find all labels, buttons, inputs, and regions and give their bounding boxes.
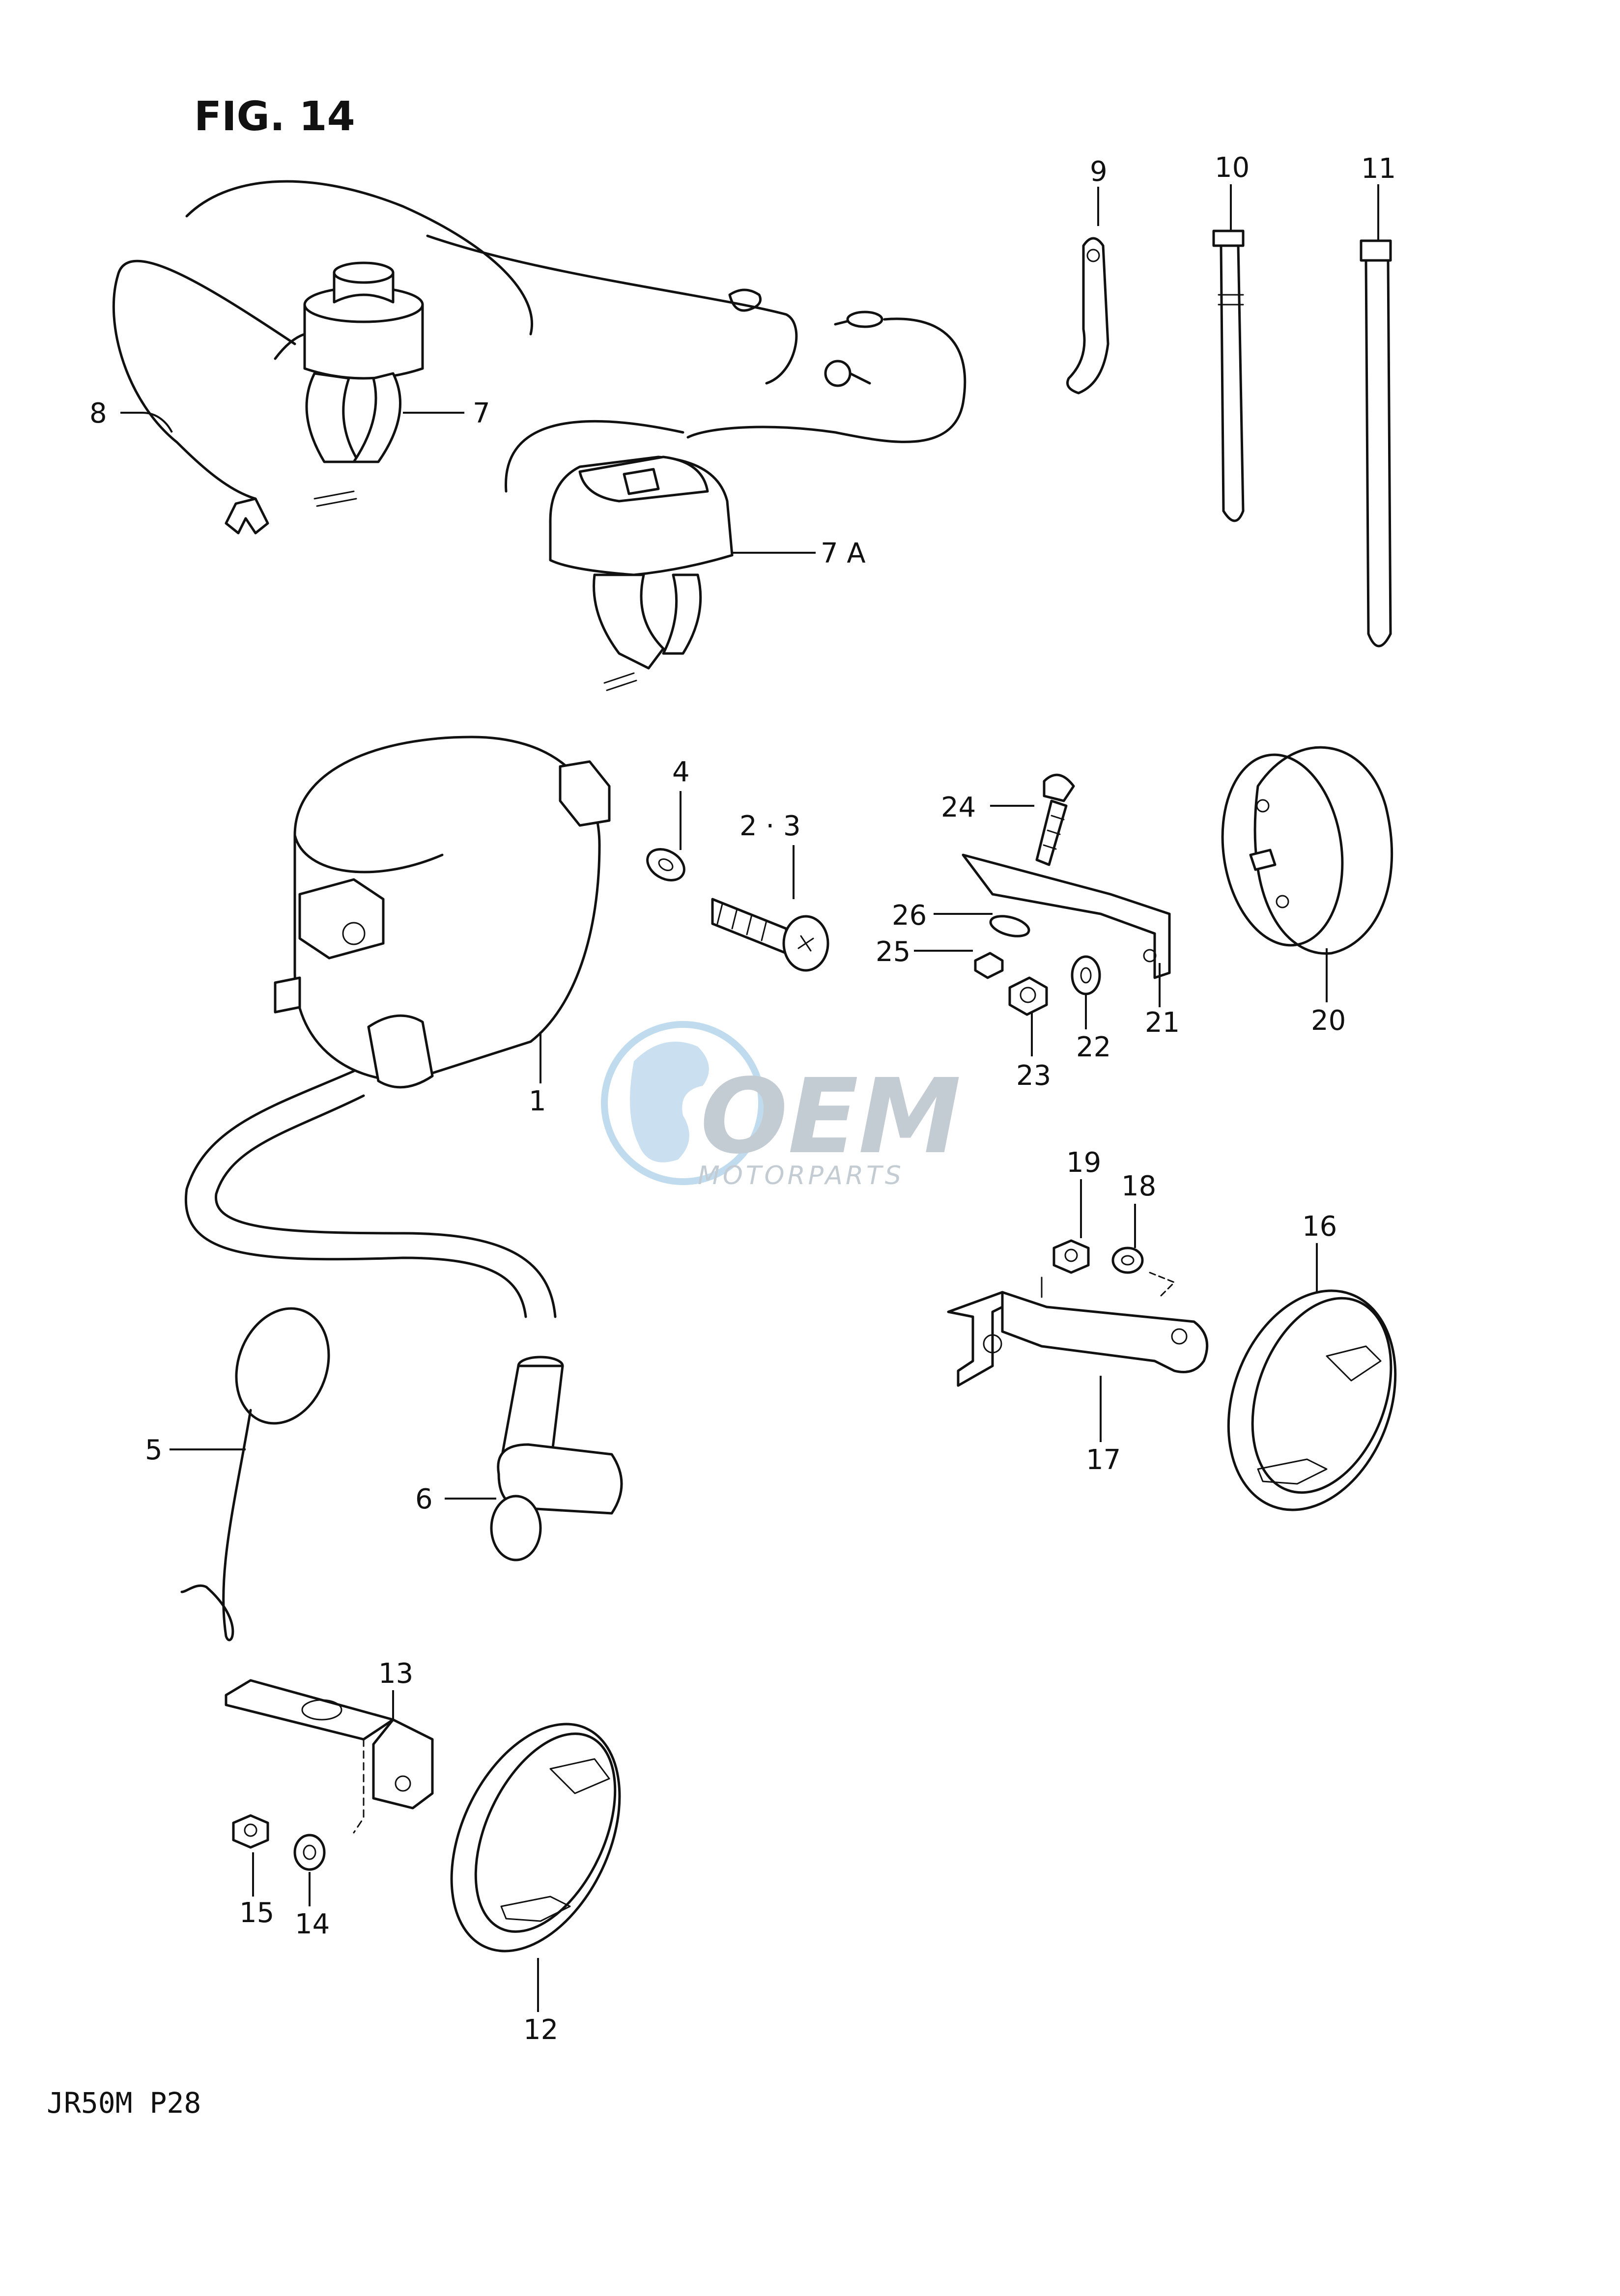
label-part-10: 10 bbox=[1215, 152, 1250, 184]
label-part-5: 5 bbox=[145, 1434, 163, 1466]
label-part-25: 25 bbox=[876, 936, 910, 968]
part-1-ignition-coil bbox=[274, 736, 611, 1089]
label-part-2-3: 2 · 3 bbox=[739, 810, 801, 842]
globe-logo-icon bbox=[601, 1021, 765, 1185]
part-4-washer bbox=[646, 848, 685, 881]
watermark-brand: OEM bbox=[700, 1056, 961, 1177]
label-part-6: 6 bbox=[415, 1483, 433, 1515]
part-5-wire-clip bbox=[180, 1307, 330, 1642]
label-part-11: 11 bbox=[1361, 153, 1396, 185]
oem-motorparts-watermark: OEM MOTORPARTS bbox=[601, 1021, 961, 1191]
label-part-9: 9 bbox=[1090, 156, 1108, 188]
part-20-reflector bbox=[1221, 746, 1393, 955]
label-part-8: 8 bbox=[89, 397, 107, 429]
part-16-reflector bbox=[1227, 1289, 1397, 1511]
part-19-nut bbox=[1052, 1239, 1090, 1274]
part-10-cable-tie bbox=[1212, 229, 1245, 522]
label-part-21: 21 bbox=[1145, 1007, 1180, 1039]
part-6-plug-cap bbox=[490, 1356, 623, 1561]
part-15-nut bbox=[232, 1814, 269, 1849]
label-part-1: 1 bbox=[529, 1085, 546, 1117]
label-part-18: 18 bbox=[1121, 1170, 1156, 1202]
label-part-7: 7 bbox=[473, 397, 490, 429]
label-part-23: 23 bbox=[1016, 1060, 1051, 1092]
label-part-13: 13 bbox=[378, 1658, 413, 1690]
label-part-19: 19 bbox=[1066, 1147, 1101, 1179]
part-13-bracket bbox=[225, 1679, 434, 1834]
globe-continents-icon bbox=[630, 1042, 709, 1162]
part-11-cable-tie bbox=[1360, 239, 1392, 648]
label-part-7a: 7 A bbox=[821, 538, 866, 569]
part-26-washer bbox=[989, 915, 1030, 937]
label-part-14: 14 bbox=[295, 1908, 330, 1940]
label-part-22: 22 bbox=[1076, 1031, 1111, 1063]
part-22-washer bbox=[1071, 955, 1101, 995]
ht-lead bbox=[184, 1070, 557, 1318]
part-21-bracket bbox=[962, 853, 1171, 979]
label-part-24: 24 bbox=[941, 792, 976, 823]
label-part-16: 16 bbox=[1302, 1211, 1337, 1243]
switch-wires bbox=[426, 234, 966, 443]
part-18-washer bbox=[1111, 1247, 1144, 1274]
part-8-cable bbox=[112, 180, 533, 535]
part-23-nut bbox=[1008, 976, 1048, 1016]
part-7a-switch-housing bbox=[505, 420, 734, 691]
figure-footer: JR50M P28 bbox=[47, 2086, 201, 2120]
label-part-17: 17 bbox=[1086, 1444, 1121, 1476]
label-part-20: 20 bbox=[1311, 1005, 1346, 1037]
leader-lines bbox=[120, 184, 1379, 2012]
part-12-reflector bbox=[450, 1723, 621, 1953]
part-2-3-screw bbox=[711, 898, 829, 972]
label-part-4: 4 bbox=[672, 756, 690, 788]
label-part-12: 12 bbox=[523, 2014, 558, 2046]
label-part-26: 26 bbox=[892, 900, 927, 932]
part-14-washer bbox=[293, 1834, 326, 1871]
part-9-clamp bbox=[1066, 237, 1109, 395]
part-7-switch bbox=[274, 261, 424, 507]
part-17-bracket bbox=[947, 1272, 1209, 1387]
figure-title: FIG. 14 bbox=[194, 93, 355, 140]
watermark-subtitle: MOTORPARTS bbox=[698, 1161, 904, 1191]
label-part-15: 15 bbox=[239, 1897, 274, 1929]
part-24-bolt bbox=[1035, 773, 1075, 866]
part-25-nut bbox=[974, 952, 1004, 979]
